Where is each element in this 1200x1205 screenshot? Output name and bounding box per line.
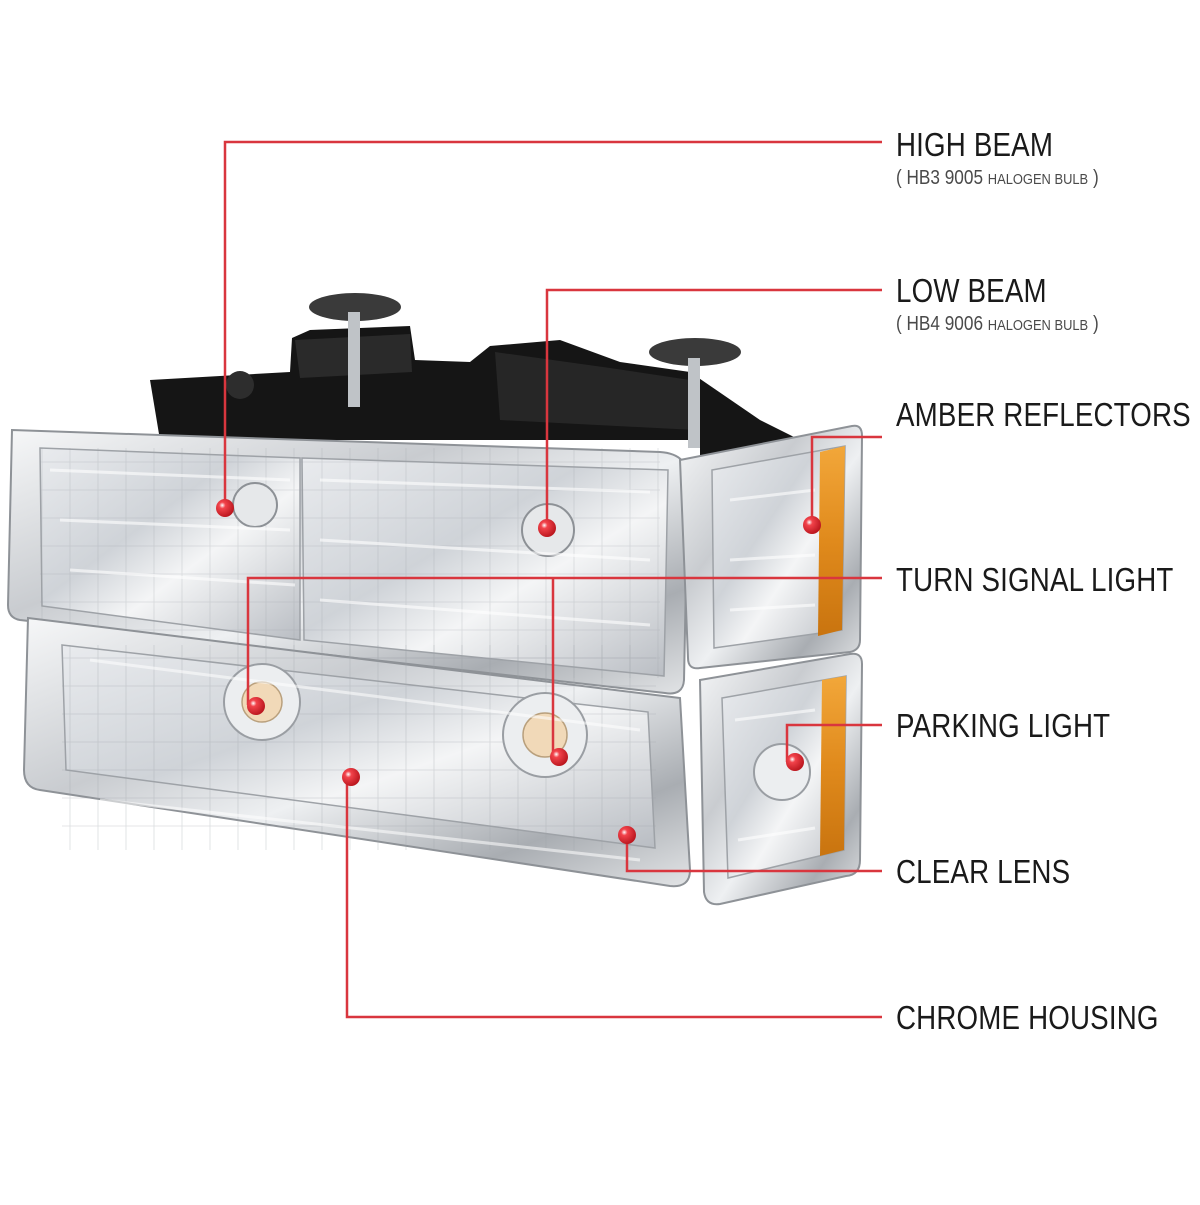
dot-low-beam (538, 519, 556, 537)
dot-chrome-housing (342, 768, 360, 786)
callout-amber-reflectors: AMBER REFLECTORS (896, 398, 1200, 431)
callout-turn-signal-light-title: TURN SIGNAL LIGHT (896, 561, 1174, 598)
callout-dots (216, 499, 821, 844)
callout-chrome-housing-title: CHROME HOUSING (896, 999, 1159, 1036)
dot-high-beam (216, 499, 234, 517)
callout-high-beam-title: HIGH BEAM (896, 126, 1054, 163)
headlight-housing (6, 428, 690, 695)
callout-low-beam-subtitle: ( HB4 9006 HALOGEN BULB ) (896, 313, 1099, 335)
parking-lamp-housing (22, 616, 692, 888)
callout-parking-light: PARKING LIGHT (896, 709, 1151, 742)
dot-amber-reflectors (803, 516, 821, 534)
dot-turn-signal-upper (247, 697, 265, 715)
callout-amber-reflectors-title: AMBER REFLECTORS (896, 396, 1191, 433)
leader-amber-reflectors (810, 435, 882, 525)
dot-turn-signal-lower (550, 748, 568, 766)
callout-low-beam: LOW BEAM ( HB4 9006 HALOGEN BULB ) (896, 274, 1132, 336)
dot-parking-light (786, 753, 804, 771)
leader-turn-signal-upper (246, 576, 882, 705)
callout-clear-lens-title: CLEAR LENS (896, 853, 1071, 890)
corner-lamp-upper (678, 424, 864, 670)
callout-high-beam-subtitle: ( HB3 9005 HALOGEN BULB ) (896, 167, 1099, 189)
callout-leader-lines (223, 140, 882, 1019)
leader-chrome-housing (345, 777, 882, 1019)
callout-clear-lens: CLEAR LENS (896, 855, 1103, 888)
leader-parking-light (785, 723, 882, 762)
callout-parking-light-title: PARKING LIGHT (896, 707, 1111, 744)
dot-clear-lens (618, 826, 636, 844)
callout-high-beam: HIGH BEAM ( HB3 9005 HALOGEN BULB ) (896, 128, 1132, 190)
leader-high-beam (223, 140, 882, 508)
callout-chrome-housing: CHROME HOUSING (896, 1001, 1200, 1034)
corner-lamp-lower (698, 652, 864, 906)
leader-clear-lens (625, 835, 882, 873)
leader-low-beam (545, 288, 882, 528)
callout-low-beam-title: LOW BEAM (896, 272, 1047, 309)
callout-turn-signal-light: TURN SIGNAL LIGHT (896, 563, 1200, 596)
